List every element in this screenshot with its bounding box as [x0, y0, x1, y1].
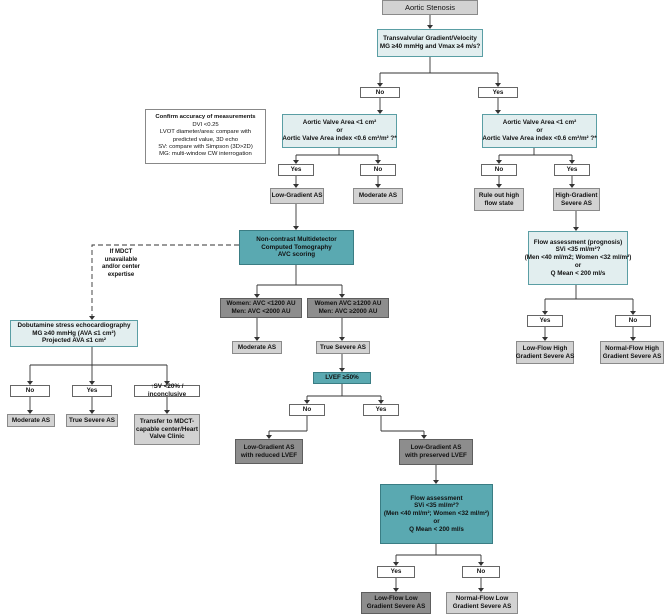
lvef-yes: Yes: [363, 404, 399, 416]
title-aortic-stenosis: Aortic Stenosis: [382, 0, 478, 15]
ava-question-right: Aortic Valve Area <1 cm² or Aortic Valve…: [482, 114, 597, 148]
dse-yes: Yes: [72, 385, 112, 397]
dse-no: No: [10, 385, 50, 397]
low-gradient-as: Low-Gradient AS: [270, 188, 324, 204]
flow-prognosis-yes: Yes: [527, 315, 563, 327]
flow-prognosis-no: No: [615, 315, 651, 327]
true-severe-as-mid: True Severe AS: [316, 341, 370, 354]
gradient-no: No: [360, 87, 400, 98]
dse-sv-inconclusive: ↑SV <20% /inconclusive: [134, 383, 200, 398]
flow-assessment-prognosis: Flow assessment (prognosis) SVi <35 ml/m…: [525, 231, 631, 285]
lvef-no: No: [289, 404, 325, 416]
transfer-mdct-center: Transfer to MDCT- capable center/Heart V…: [134, 414, 200, 445]
mdct-avc-scoring: Non-contrast Multidetector Computed Tomo…: [239, 230, 354, 265]
ava-right-no: No: [481, 164, 517, 176]
gradient-yes: Yes: [478, 87, 518, 98]
moderate-as-top: Moderate AS: [353, 188, 403, 204]
gradient-velocity-question: Transvalvular Gradient/Velocity MG ≥40 m…: [377, 29, 483, 57]
flow2-no: No: [462, 566, 500, 578]
flow2-yes: Yes: [377, 566, 415, 578]
dobutamine-stress-echo: Dobutamine stress echocardiography MG ≥4…: [10, 320, 138, 347]
ava-left-no: No: [360, 164, 396, 176]
ava-right-yes: Yes: [554, 164, 590, 176]
moderate-as-mid: Moderate AS: [232, 341, 282, 354]
ava-question-left: Aortic Valve Area <1 cm² or Aortic Valve…: [282, 114, 397, 148]
moderate-as-bottom: Moderate AS: [7, 414, 55, 427]
mdct-unavailable-label: If MDCT unavailable and/or center expert…: [101, 249, 140, 278]
confirm-measurements-note: Confirm accuracy of measurements DVI <0.…: [145, 109, 266, 164]
ava-left-yes: Yes: [278, 164, 314, 176]
true-severe-as-bottom: True Severe AS: [66, 414, 118, 427]
flow-assessment-low-gradient: Flow assessment SVi <35 ml/m²? (Men <40 …: [380, 484, 493, 544]
lvef-question: LVEF ≥50%: [313, 372, 371, 384]
